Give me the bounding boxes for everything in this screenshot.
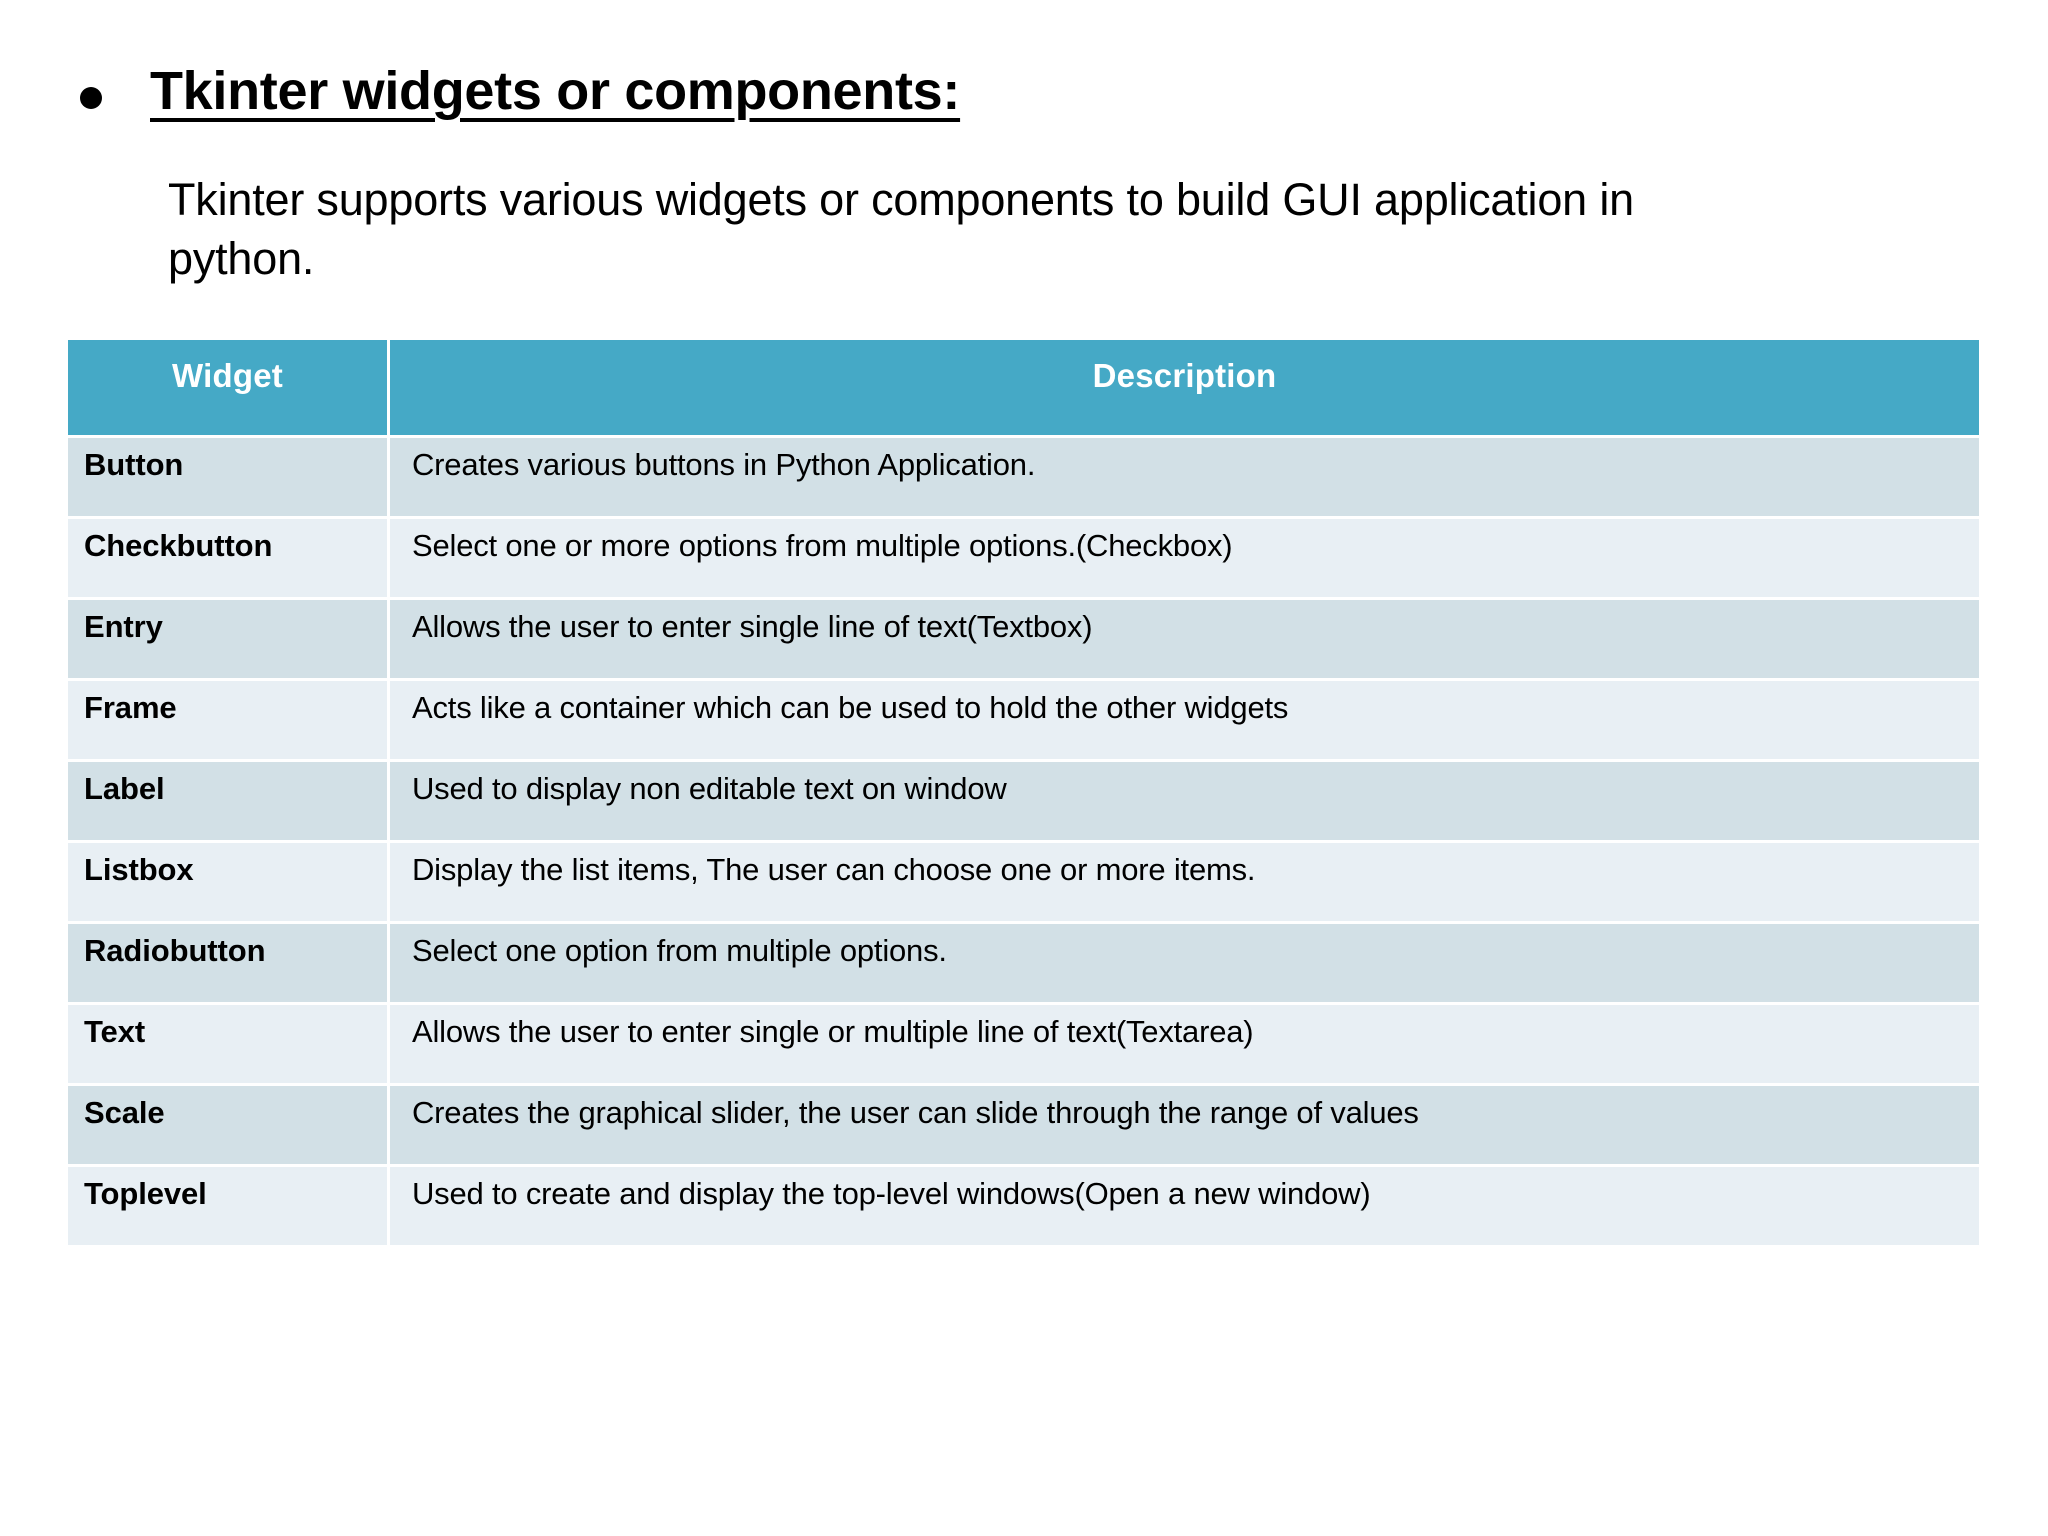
- widget-description-cell: Allows the user to enter single or multi…: [390, 1005, 1979, 1086]
- bullet-point-icon: [80, 87, 102, 109]
- widget-description-cell: Used to create and display the top-level…: [390, 1167, 1979, 1248]
- widget-description-cell: Used to display non editable text on win…: [390, 762, 1979, 843]
- page-title: Tkinter widgets or components:: [150, 61, 961, 121]
- widget-name-cell: Entry: [68, 600, 390, 681]
- widget-name-cell: Button: [68, 438, 390, 519]
- widget-name-cell: Toplevel: [68, 1167, 390, 1248]
- widget-description-cell: Creates the graphical slider, the user c…: [390, 1086, 1979, 1167]
- widget-name-cell: Frame: [68, 681, 390, 762]
- table-header-row: Widget Description: [68, 340, 1979, 438]
- widget-name-cell: Text: [68, 1005, 390, 1086]
- widget-name-cell: Label: [68, 762, 390, 843]
- widget-name-cell: Scale: [68, 1086, 390, 1167]
- table-header: Widget Description: [68, 340, 1979, 438]
- widget-description-cell: Select one option from multiple options.: [390, 924, 1979, 1005]
- subtitle-paragraph: Tkinter supports various widgets or comp…: [168, 174, 1634, 285]
- widget-description-cell: Select one or more options from multiple…: [390, 519, 1979, 600]
- title-bullet-row: Tkinter widgets or components:: [80, 60, 1880, 122]
- widget-description-cell: Allows the user to enter single line of …: [390, 600, 1979, 681]
- widget-description-cell: Acts like a container which can be used …: [390, 681, 1979, 762]
- column-header-description: Description: [390, 340, 1979, 438]
- widget-name-cell: Listbox: [68, 843, 390, 924]
- widget-name-cell: Radiobutton: [68, 924, 390, 1005]
- widget-description-cell: Display the list items, The user can cho…: [390, 843, 1979, 924]
- widget-description-cell: Creates various buttons in Python Applic…: [390, 438, 1979, 519]
- widget-name-cell: Checkbutton: [68, 519, 390, 600]
- column-header-widget: Widget: [68, 340, 390, 438]
